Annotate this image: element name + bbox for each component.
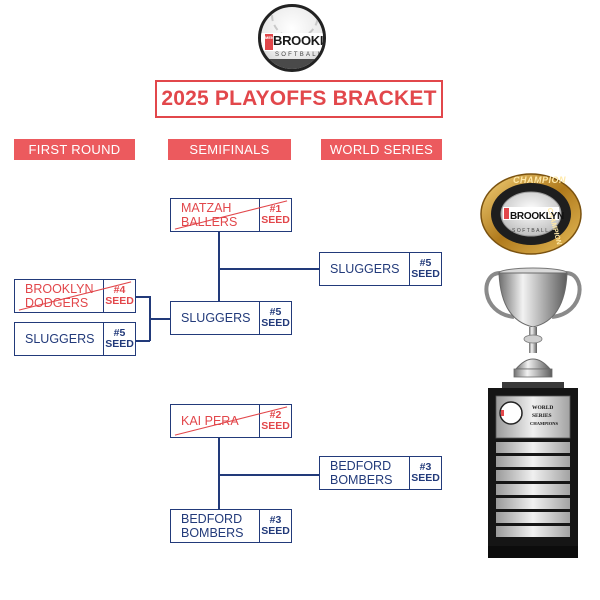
seed-badge: #1 SEED [259,199,291,231]
seed-label: SEED [105,295,134,307]
elimination-strike [18,281,132,311]
seed-badge: #3 SEED [259,510,291,542]
team-name: MATZAH BALLERS [181,201,238,229]
plaque-inscription: WORLD SERIES CHAMPIONS [530,404,558,428]
seed-number: #1 [269,203,282,215]
connector-line [218,232,220,302]
seed-number: #5 [269,306,282,318]
team-name: SLUGGERS [25,332,95,346]
column-header-first-round: FIRST ROUND [14,139,135,160]
team-name: BEDFORD BOMBERS [181,512,244,540]
seed-label: SEED [105,338,134,350]
seed-number: #2 [269,409,282,421]
seed-badge: #2 SEED [259,405,291,437]
trophy-cup-icon [484,267,582,378]
team-name: SLUGGERS [181,311,251,325]
connector-line [218,474,320,476]
logo-bottom [261,59,323,69]
seed-label: SEED [261,214,290,226]
championship-ring-icon [480,173,582,255]
ring-wordmark: BROOKLYN [510,206,564,224]
team-name: BEDFORD BOMBERS [330,459,393,487]
team-name: KAI PERA [181,414,239,428]
column-header-world-series: WORLD SERIES [321,139,442,160]
logo-subtitle: SOFTBALL [275,52,324,58]
seed-number: #5 [419,257,432,269]
trophy-plaque-base [488,382,578,558]
seed-label: SEED [261,317,290,329]
seed-badge: #4 SEED [103,280,135,312]
column-header-semifinals: SEMIFINALS [168,139,291,160]
seed-badge: #5 SEED [103,323,135,355]
seed-number: #3 [269,514,282,526]
seed-number: #3 [419,461,432,473]
seed-badge: #5 SEED [409,253,441,285]
plaque-line-2: SERIES [532,413,552,419]
connector-line [218,268,320,270]
ring-top-text: CHAMPION [513,170,566,185]
seed-label: SEED [411,268,440,280]
connector-line [218,436,220,510]
plaque-line-3: CHAMPIONS [530,421,558,426]
team-name: SLUGGERS [330,262,400,276]
team-sluggers-semifinal[interactable]: SLUGGERS #5 SEED [170,301,292,335]
team-bedford-bombers-world-series[interactable]: BEDFORD BOMBERS #3 SEED [319,456,442,490]
elimination-strike [174,200,288,230]
seed-number: #5 [113,327,126,339]
brooklyn-softball-logo: MENS BROOKLYN SOFTBALL [258,4,326,72]
ring-subtitle: SOFTBALL [512,219,550,237]
team-sluggers-first-round[interactable]: SLUGGERS #5 SEED [14,322,136,356]
team-name: BROOKLYN DODGERS [25,282,94,310]
seed-badge: #3 SEED [409,457,441,489]
connector-line [136,296,150,298]
logo-wordmark: BROOKLYN [273,33,326,48]
seed-label: SEED [261,420,290,432]
elimination-strike [174,406,288,436]
seed-number: #4 [113,284,126,296]
seed-label: SEED [411,472,440,484]
page-title: 2025 PLAYOFFS BRACKET [155,80,443,118]
team-matzah-ballers[interactable]: MATZAH BALLERS #1 SEED [170,198,292,232]
team-sluggers-world-series[interactable]: SLUGGERS #5 SEED [319,252,442,286]
seed-label: SEED [261,525,290,537]
ring-top-label: CHAMPION [513,175,566,185]
seed-badge: #5 SEED [259,302,291,334]
logo-badge: MENS [265,34,277,50]
ring-sub: SOFTBALL [512,228,550,234]
ring-word: BROOKLYN [510,211,564,222]
team-brooklyn-dodgers[interactable]: BROOKLYN DODGERS #4 SEED [14,279,136,313]
logo-band [261,33,323,51]
team-bedford-bombers-semifinal[interactable]: BEDFORD BOMBERS #3 SEED [170,509,292,543]
connector-line [149,318,170,320]
connector-line [136,340,150,342]
team-kai-pera[interactable]: KAI PERA #2 SEED [170,404,292,438]
plaque-line-1: WORLD [532,405,554,411]
